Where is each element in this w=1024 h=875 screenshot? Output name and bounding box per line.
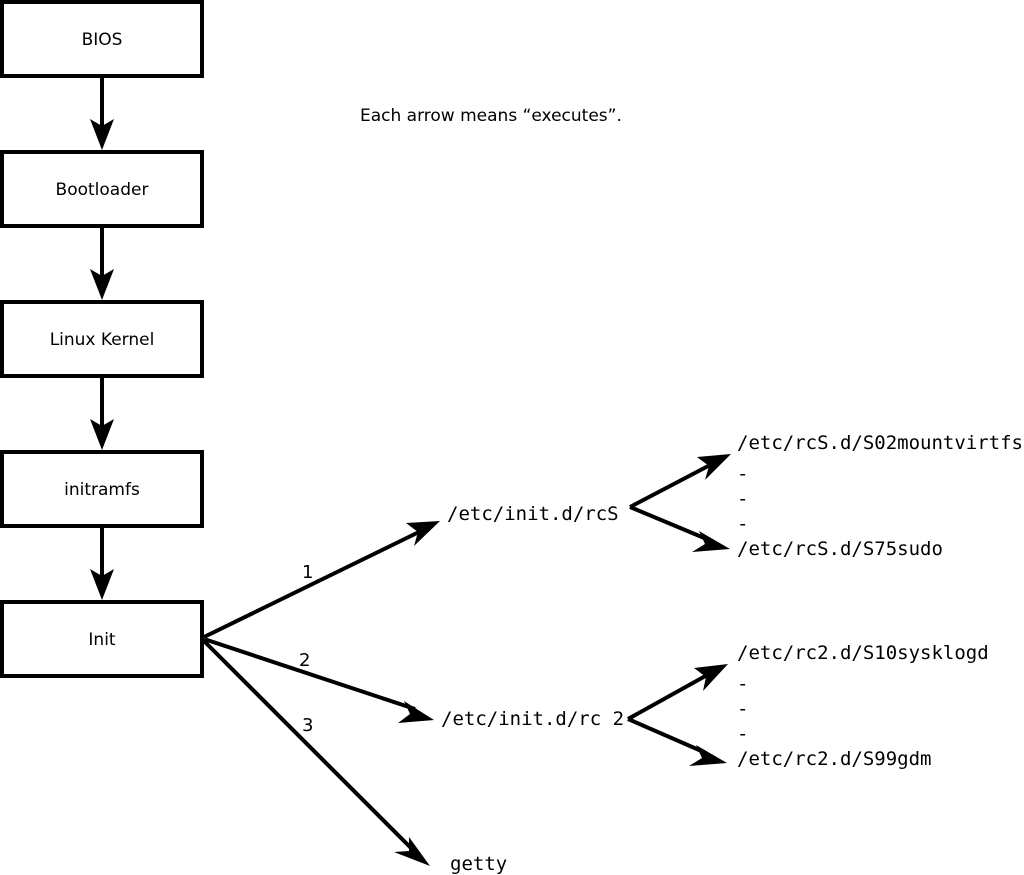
rcs-first-script-label: /etc/rcS.d/S02mountvirtfs — [737, 432, 1023, 454]
arrow-rcs-to-last-script — [629, 505, 730, 552]
branch-number-3: 3 — [302, 715, 313, 736]
arrow-rc2-to-first-script — [627, 664, 728, 721]
getty-label: getty — [450, 853, 507, 875]
bootloader-label: Bootloader — [56, 180, 149, 200]
branch-number-2: 2 — [299, 650, 310, 671]
node-init[interactable]: Init — [0, 600, 204, 678]
arrow-bios-to-bootloader — [90, 76, 114, 150]
bios-box[interactable] — [0, 0, 204, 78]
arrow-init-to-rcs — [203, 521, 440, 639]
init-box[interactable] — [0, 600, 204, 678]
linux-kernel-label: Linux Kernel — [50, 330, 155, 350]
init-label: Init — [88, 630, 116, 650]
rcs-label: /etc/init.d/rcS — [447, 503, 619, 525]
rcs-last-script-label: /etc/rcS.d/S75sudo — [737, 538, 943, 560]
rcs-ellipsis-1: - — [737, 463, 748, 485]
diagram-caption: Each arrow means “executes”. — [360, 106, 622, 126]
rc2-label: /etc/init.d/rc 2 — [441, 708, 624, 730]
node-linux-kernel[interactable]: Linux Kernel — [0, 300, 204, 378]
rc2-first-script-label: /etc/rc2.d/S10sysklogd — [737, 642, 989, 664]
arrow-bootloader-to-kernel — [90, 226, 114, 300]
rc2-ellipsis-3: - — [737, 723, 748, 745]
arrow-rcs-to-first-script — [629, 454, 731, 509]
initramfs-label: initramfs — [64, 480, 140, 500]
initramfs-box[interactable] — [0, 450, 204, 528]
node-initramfs[interactable]: initramfs — [0, 450, 204, 528]
node-bootloader[interactable]: Bootloader — [0, 150, 204, 228]
arrow-init-to-getty — [202, 639, 430, 866]
rcs-ellipsis-2: - — [737, 488, 748, 510]
arrow-initramfs-to-init — [90, 526, 114, 600]
arrow-init-to-rc2 — [203, 637, 434, 723]
node-bios[interactable]: BIOS — [0, 0, 204, 78]
arrow-rc2-to-last-script — [627, 717, 727, 766]
arrow-kernel-to-initramfs — [90, 376, 114, 450]
rcs-ellipsis-3: - — [737, 513, 748, 535]
branch-number-1: 1 — [302, 562, 313, 583]
rc2-ellipsis-2: - — [737, 698, 748, 720]
rc2-ellipsis-1: - — [737, 673, 748, 695]
rc2-last-script-label: /etc/rc2.d/S99gdm — [737, 748, 931, 770]
bios-label: BIOS — [82, 30, 123, 50]
